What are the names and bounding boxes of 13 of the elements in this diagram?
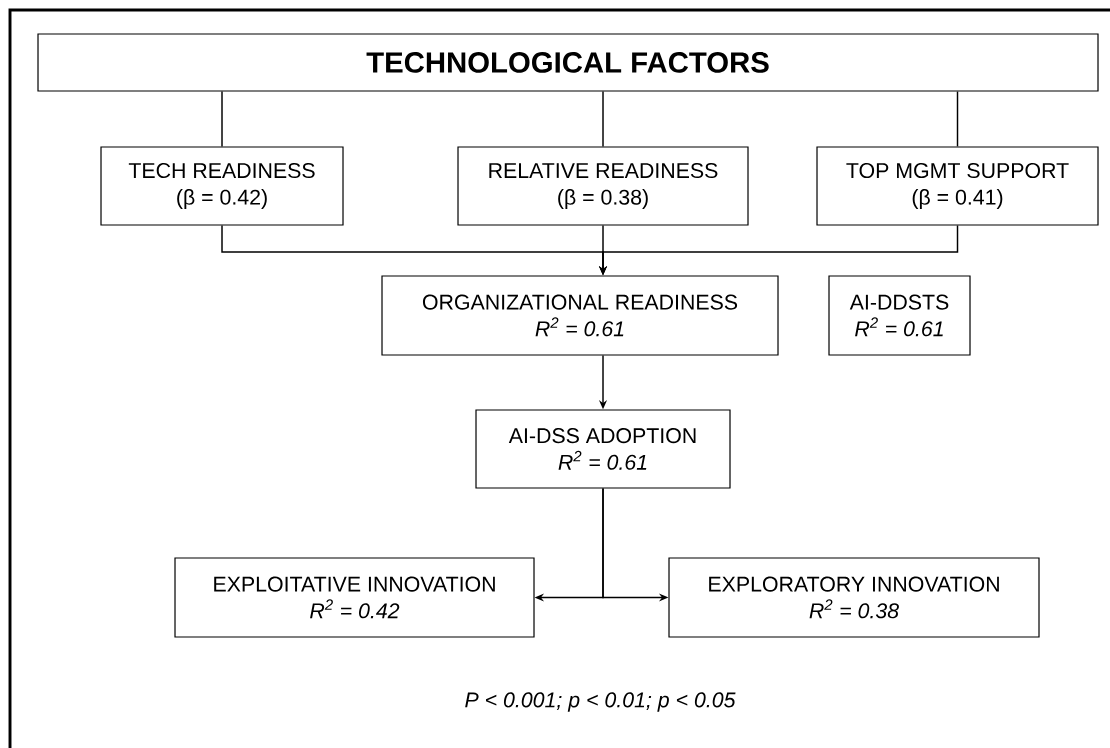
connector bbox=[956, 90, 959, 148]
significance-note: P < 0.001; p < 0.01; p < 0.05 bbox=[465, 692, 736, 712]
factor-box: EXPLORATORY INNOVATION R$^{2}$ = 0.38 bbox=[668, 557, 1040, 638]
connector bbox=[221, 90, 223, 148]
factor-box: AI-DSS ADOPTION R$^{2}$ = 0.61 bbox=[475, 409, 731, 489]
connector bbox=[602, 90, 604, 148]
factor-box: RELATIVE READINESS (β = 0.38) bbox=[457, 146, 749, 226]
factor-box: TOP MGMT SUPPORT (β = 0.41) bbox=[816, 146, 1099, 226]
factor-box: ORGANIZATIONAL READINESS R$^{2}$ = 0.61 bbox=[381, 275, 779, 356]
title-box: TECHNOLOGICAL FACTORS bbox=[37, 33, 1099, 92]
factor-box: AI-DDSTS R$^{2}$ = 0.61 bbox=[828, 275, 971, 356]
factor-box: TECH READINESS (β = 0.42) bbox=[100, 146, 344, 226]
factor-box: EXPLOITATIVE INNOVATION R$^{2}$ = 0.42 bbox=[174, 557, 535, 638]
